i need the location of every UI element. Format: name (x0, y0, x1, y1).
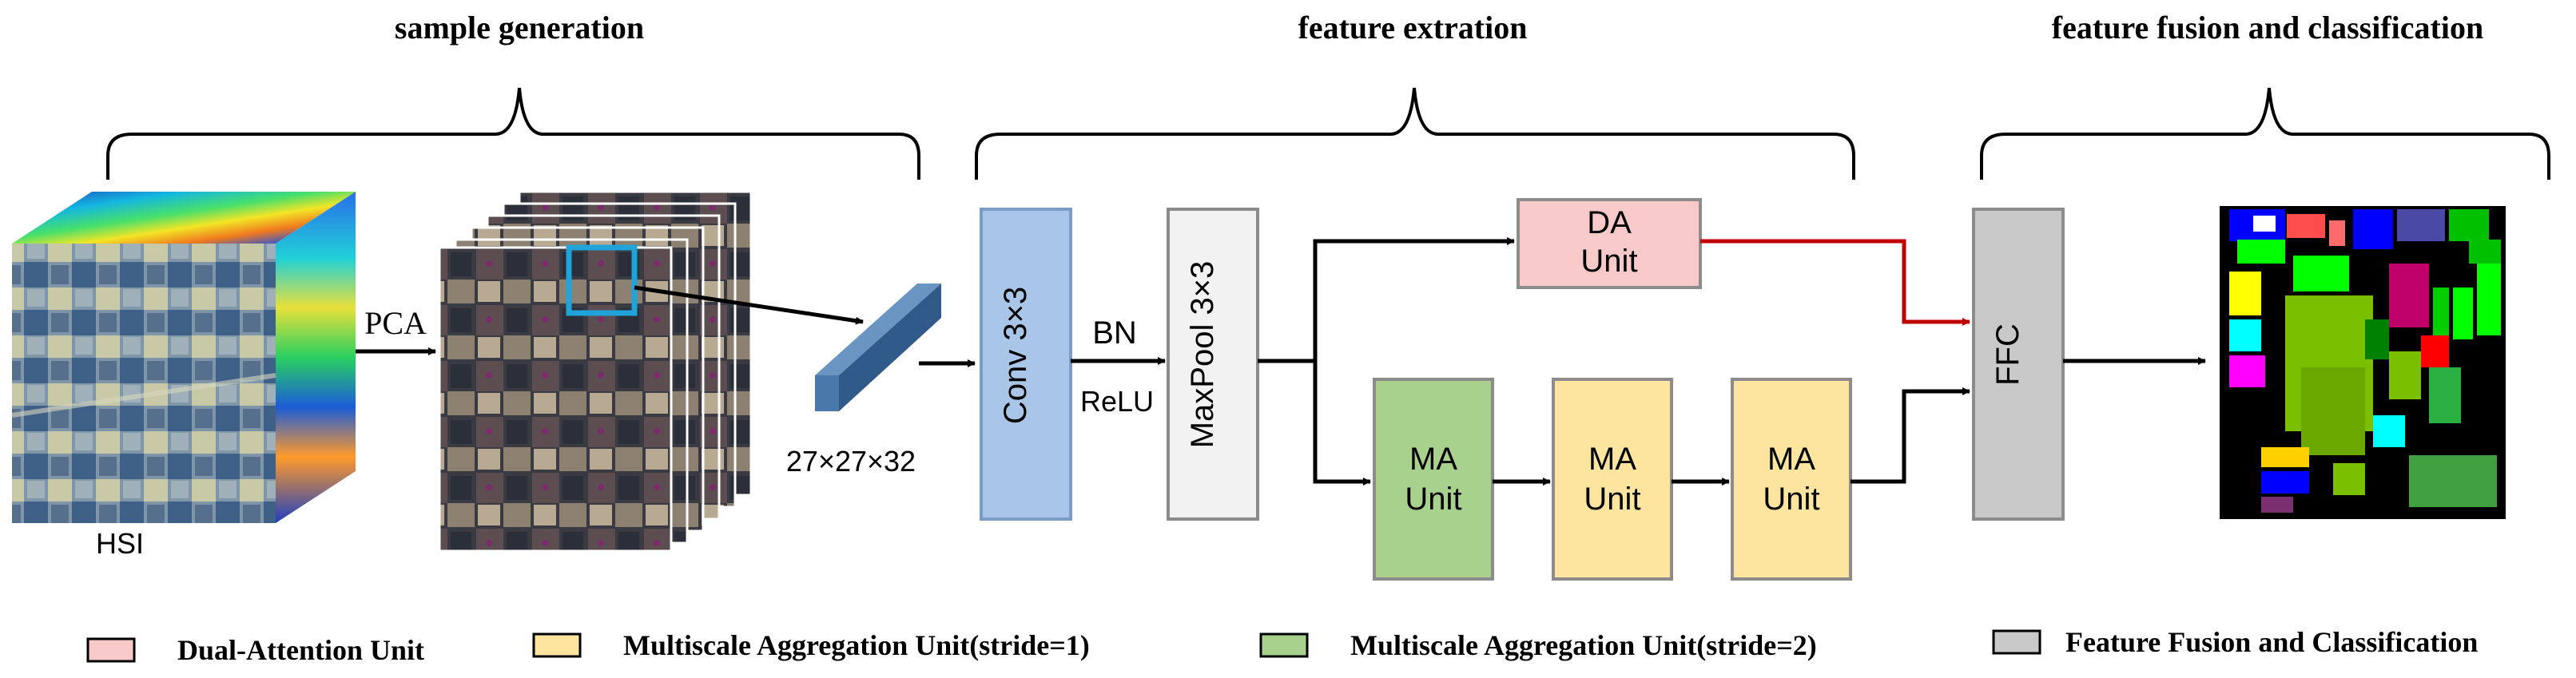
relu-label: ReLU (1080, 385, 1154, 418)
maxpool-label: MaxPool 3×3 (1185, 261, 1220, 449)
ma-unit-1-label-line2: Unit (1405, 482, 1461, 517)
maxpool-to-ma1-arrow (1313, 361, 1371, 486)
legend-label-da: Dual-Attention Unit (177, 634, 424, 666)
brace-feature-extraction (975, 87, 1855, 180)
ma-unit-2-label-line2: Unit (1584, 482, 1640, 517)
brace-fusion-classification (1980, 87, 2550, 180)
ma-unit-2-label-line1: MA (1588, 442, 1636, 477)
legend-label-ma2: Multiscale Aggregation Unit(stride=2) (1350, 629, 1817, 661)
maxpool-to-da-arrow (1258, 237, 1515, 363)
conv-label: Conv 3×3 (998, 287, 1033, 424)
conv-block (980, 208, 1072, 521)
ma-unit-block-3 (1731, 378, 1852, 581)
pca-label: PCA (364, 305, 427, 341)
section-title-sample-generation: sample generation (395, 10, 644, 46)
ma-unit-3-label-line2: Unit (1763, 482, 1819, 517)
section-title-feature-extraction: feature extration (1298, 10, 1528, 46)
legend: Dual-Attention Unit Multiscale Aggregati… (86, 626, 2478, 666)
legend-label-ma1: Multiscale Aggregation Unit(stride=1) (623, 629, 1090, 661)
classification-map (2220, 206, 2506, 519)
brace-sample-generation (106, 87, 920, 180)
hsi-label: HSI (96, 527, 144, 560)
da-to-ffc-arrow (1700, 239, 1970, 326)
section-title-fusion-classification: feature fusion and classification (2052, 10, 2483, 46)
ma-unit-block-1 (1373, 378, 1494, 581)
ma-unit-1-label-line1: MA (1409, 442, 1457, 477)
maxpool-block (1167, 208, 1259, 521)
patch-tensor (815, 283, 941, 411)
ffc-label: FFC (1990, 323, 2025, 386)
ma-unit-block-2 (1552, 378, 1673, 581)
legend-swatch-ma2 (1259, 632, 1309, 658)
ffc-block (1972, 208, 2065, 521)
legend-label-ffc: Feature Fusion and Classification (2065, 626, 2478, 658)
legend-swatch-da (86, 637, 136, 663)
ma-to-ffc-arrow (1851, 387, 1970, 484)
ma-unit-3-label-line1: MA (1767, 442, 1815, 477)
da-unit-label-line1: DA (1587, 205, 1632, 240)
legend-swatch-ma1 (532, 632, 582, 658)
patch-extract-arrow (634, 285, 864, 325)
patch-selection-box (566, 244, 638, 316)
hsi-cube-side-face (276, 192, 356, 523)
legend-swatch-ffc (1992, 629, 2041, 655)
hsi-cube (11, 192, 356, 523)
bn-label: BN (1092, 315, 1137, 351)
da-unit-label-line2: Unit (1580, 244, 1637, 279)
hsi-cube-top-face (12, 192, 356, 244)
pca-image-stack (438, 190, 753, 553)
patch-size-label: 27×27×32 (786, 445, 916, 478)
da-unit-block (1517, 198, 1702, 289)
